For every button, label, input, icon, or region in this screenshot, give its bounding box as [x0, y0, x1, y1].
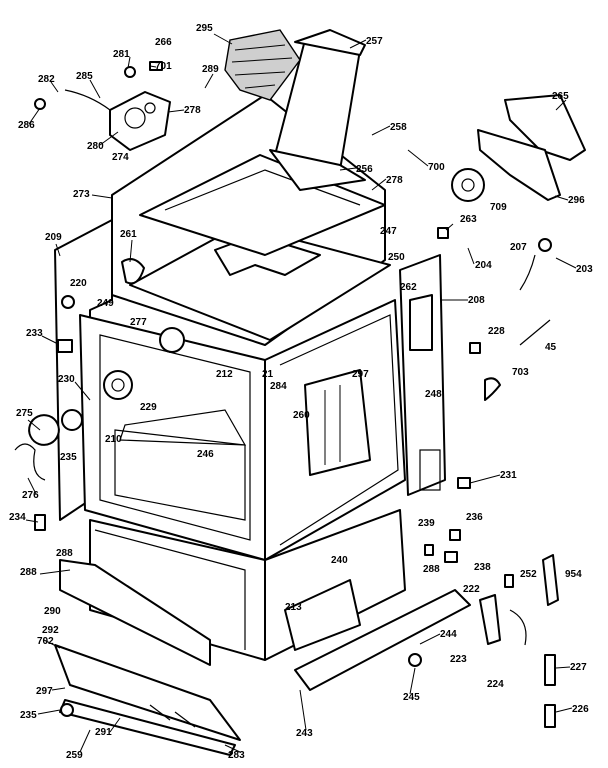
label-226: 226: [572, 704, 589, 715]
label-223: 223: [450, 654, 467, 665]
label-256: 256: [356, 164, 373, 175]
label-220: 220: [70, 278, 87, 289]
label-245: 245: [403, 692, 420, 703]
label-285: 285: [76, 71, 93, 82]
label-234: 234: [9, 512, 26, 523]
label-703: 703: [512, 367, 529, 378]
label-283: 283: [228, 750, 245, 761]
label-235-mid: 235: [60, 452, 77, 463]
flue-duct: [269, 29, 366, 191]
label-288-a: 288: [56, 548, 73, 559]
label-280: 280: [87, 141, 104, 152]
label-248: 248: [425, 389, 442, 400]
label-286: 286: [18, 120, 35, 131]
label-297-bottom: 297: [36, 686, 53, 697]
misc-right-parts: [424, 227, 552, 563]
label-235-bottom: 235: [20, 710, 37, 721]
label-239: 239: [418, 518, 435, 529]
label-277: 277: [130, 317, 147, 328]
label-224: 224: [487, 679, 504, 690]
label-252: 252: [520, 569, 537, 580]
left-side-components: [14, 295, 83, 531]
label-282: 282: [38, 74, 55, 85]
burner-valve-assembly: [34, 61, 171, 151]
broiler-pan-shield: [304, 369, 371, 476]
cooktop-panel: [129, 154, 391, 341]
right-side-panel: [399, 254, 446, 496]
right-small-parts: [479, 554, 559, 728]
label-213: 213: [285, 602, 302, 613]
label-230: 230: [58, 374, 75, 385]
label-208: 208: [468, 295, 485, 306]
label-212: 212: [216, 369, 233, 380]
label-702: 702: [37, 636, 54, 647]
label-249: 249: [97, 298, 114, 309]
label-261: 261: [120, 229, 137, 240]
label-275: 275: [16, 408, 33, 419]
part-number-labels: 266 281 701 282 285 286 280 274 278 295 …: [9, 23, 593, 761]
label-258: 258: [390, 122, 407, 133]
label-297-mid: 297: [352, 369, 369, 380]
label-238: 238: [474, 562, 491, 573]
label-231: 231: [500, 470, 517, 481]
label-228: 228: [488, 326, 505, 337]
label-290: 290: [44, 606, 61, 617]
label-262: 262: [400, 282, 417, 293]
label-21: 21: [262, 369, 274, 380]
storage-drawer: [54, 559, 241, 756]
label-263: 263: [460, 214, 477, 225]
oven-light-and-thermostat: [103, 258, 185, 400]
label-210: 210: [105, 434, 122, 445]
label-240: 240: [331, 555, 348, 566]
label-246: 246: [197, 449, 214, 460]
label-276: 276: [22, 490, 39, 501]
label-298: 288: [423, 564, 440, 575]
label-260-mid: 260: [293, 410, 310, 421]
label-236: 236: [466, 512, 483, 523]
label-281: 281: [113, 49, 130, 60]
label-289: 289: [202, 64, 219, 75]
label-295-top: 295: [196, 23, 213, 34]
label-229: 229: [140, 402, 157, 413]
label-954: 954: [565, 569, 582, 580]
label-250: 250: [388, 252, 405, 263]
label-701: 701: [155, 61, 172, 72]
broiler-drawer: [284, 579, 471, 691]
label-247: 247: [380, 226, 397, 237]
rear-right-panels: [451, 94, 586, 202]
insulation-pad: [224, 29, 301, 101]
label-700: 700: [428, 162, 445, 173]
label-709: 709: [490, 202, 507, 213]
label-257: 257: [366, 36, 383, 47]
label-273: 273: [73, 189, 90, 200]
leader-lines: [25, 33, 577, 753]
label-203: 203: [576, 264, 593, 275]
label-278-top: 278: [184, 105, 201, 116]
label-278-mid: 278: [386, 175, 403, 186]
label-288-b: 288: [20, 567, 37, 578]
label-292: 292: [42, 625, 59, 636]
label-244: 244: [440, 629, 457, 640]
label-227: 227: [570, 662, 587, 673]
label-274: 274: [112, 152, 129, 163]
label-222: 222: [463, 584, 480, 595]
label-207: 207: [510, 242, 527, 253]
label-284: 284: [270, 381, 287, 392]
label-209: 209: [45, 232, 62, 243]
label-296: 296: [568, 195, 585, 206]
label-204: 204: [475, 260, 492, 271]
label-45: 45: [545, 342, 557, 353]
label-265: 265: [552, 91, 569, 102]
label-266: 266: [155, 37, 172, 48]
label-291: 291: [95, 727, 112, 738]
label-233: 233: [26, 328, 43, 339]
label-243: 243: [296, 728, 313, 739]
label-259: 259: [66, 750, 83, 761]
